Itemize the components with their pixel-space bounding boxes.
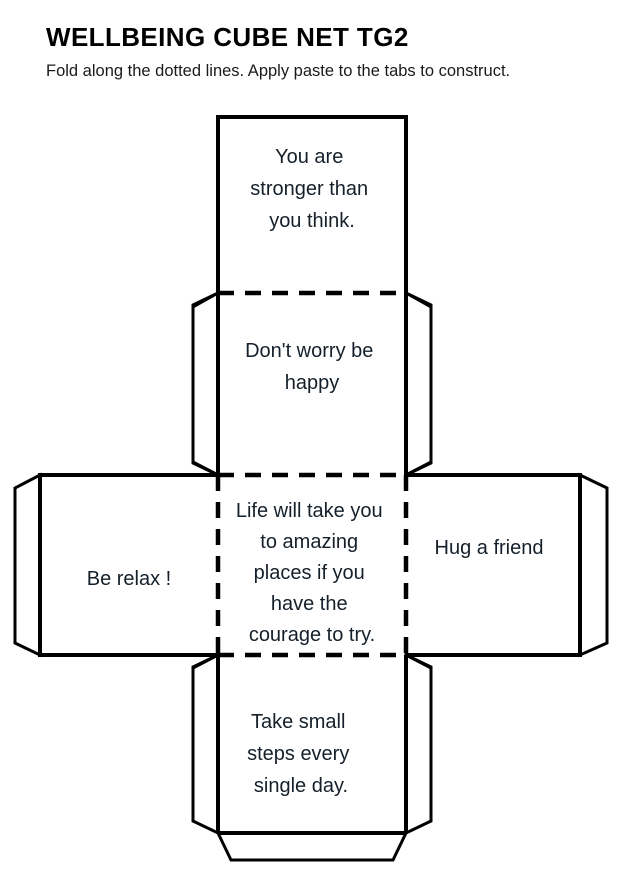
- cut-edge-right-face: [406, 473, 582, 657]
- tab-bottom-face-bottom: [215, 831, 409, 862]
- face-left-text: Be relax !: [87, 568, 171, 590]
- notch-left-face-bottom: [192, 653, 219, 670]
- tab-bottom-face-right: [404, 652, 433, 836]
- page-title: WELLBEING CUBE NET TG2: [46, 22, 409, 52]
- tab-left-face-left: [13, 472, 42, 658]
- tab-upper-middle-left: [191, 290, 220, 478]
- face-bottom-text: Take small steps every single day.: [247, 711, 355, 797]
- cut-edge-left-face: [38, 473, 218, 657]
- notch-left-face-top: [192, 460, 219, 477]
- notch-right-face-bottom: [405, 653, 432, 670]
- tab-bottom-face-left: [191, 652, 220, 836]
- notch-right-face-top: [405, 460, 432, 477]
- page-subtitle: Fold along the dotted lines. Apply paste…: [46, 62, 511, 80]
- face-top-text: You are stronger than you think.: [250, 146, 373, 232]
- tab-top-face-corner-left: [192, 291, 219, 309]
- tab-top-face-corner-right: [405, 291, 432, 309]
- face-center-text: Life will take you to amazing places if …: [236, 500, 388, 646]
- tab-right-face-right: [578, 472, 609, 658]
- face-right-text: Hug a friend: [435, 537, 544, 559]
- face-upper-middle-text: Don't worry be happy: [245, 340, 379, 394]
- cut-edge-top-face: [216, 115, 408, 293]
- tab-upper-middle-right: [404, 290, 433, 478]
